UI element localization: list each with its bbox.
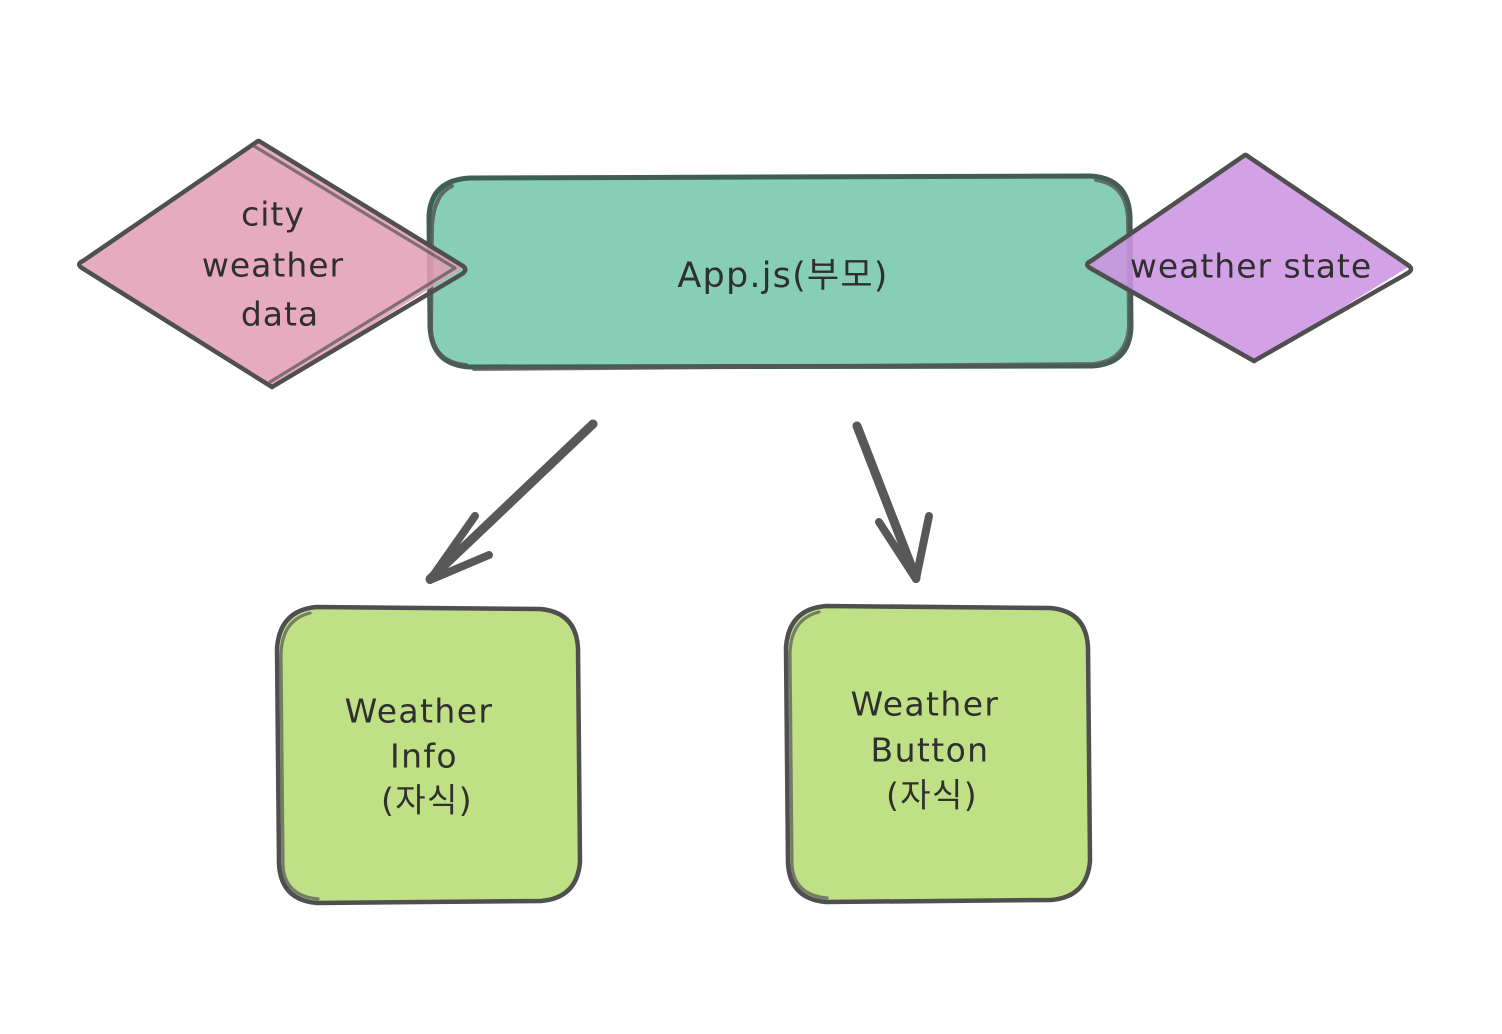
app-js-parent-label: App.js(부모) [677, 256, 888, 296]
edge-app-to-weather-info-line [425, 419, 598, 584]
weather-button-child-fill [786, 606, 1090, 902]
weather-info-child-line-3: (자식) [381, 781, 473, 820]
weather-button-child-line-1: Weather [851, 685, 1000, 724]
weather-state-border-left [1085, 152, 1257, 364]
node-weather-button-child[interactable]: Weather Button (자식) [783, 603, 1093, 905]
app-js-parent-fill [429, 176, 1131, 367]
city-weather-data-border-left [77, 138, 275, 390]
city-weather-data-line-1: city [241, 195, 305, 234]
weather-button-child-line-2: Button [871, 731, 990, 770]
city-weather-data-line-3: data [241, 295, 319, 334]
weather-info-child-border [274, 604, 583, 906]
weather-button-child-sketch [788, 610, 829, 900]
edge-app-to-weather-button-arrowhead-right [912, 512, 933, 583]
edge-app-to-weather-button [852, 421, 933, 583]
weather-info-child-fill [277, 607, 580, 903]
edge-app-to-weather-info [425, 419, 598, 584]
weather-info-child-line-1: Weather [345, 692, 494, 731]
weather-button-child-border [783, 603, 1093, 905]
city-weather-data-sketch [252, 144, 457, 384]
weather-state-label: weather state [1130, 247, 1372, 286]
weather-state-border-right [1243, 152, 1414, 364]
weather-info-child-sketch [279, 611, 320, 901]
edge-app-to-weather-button-line [852, 421, 921, 583]
edge-app-to-weather-info-arrowhead-upper [426, 512, 479, 584]
node-weather-state[interactable]: weather state [1085, 152, 1414, 364]
app-js-parent-sketch-right [472, 178, 1132, 371]
node-app-js-parent[interactable] [426, 173, 1134, 371]
edge-app-to-weather-button-arrowhead-left [875, 518, 920, 583]
node-city-weather-data[interactable]: city weather data [77, 138, 468, 390]
edge-app-to-weather-info-arrowhead-lower [426, 551, 493, 584]
weather-info-child-line-2: Info [390, 737, 458, 776]
city-weather-data-border-right [256, 138, 468, 390]
city-weather-data-line-2: weather [202, 246, 344, 285]
node-weather-info-child[interactable]: Weather Info (자식) [274, 604, 583, 906]
weather-button-child-line-3: (자식) [886, 776, 978, 815]
